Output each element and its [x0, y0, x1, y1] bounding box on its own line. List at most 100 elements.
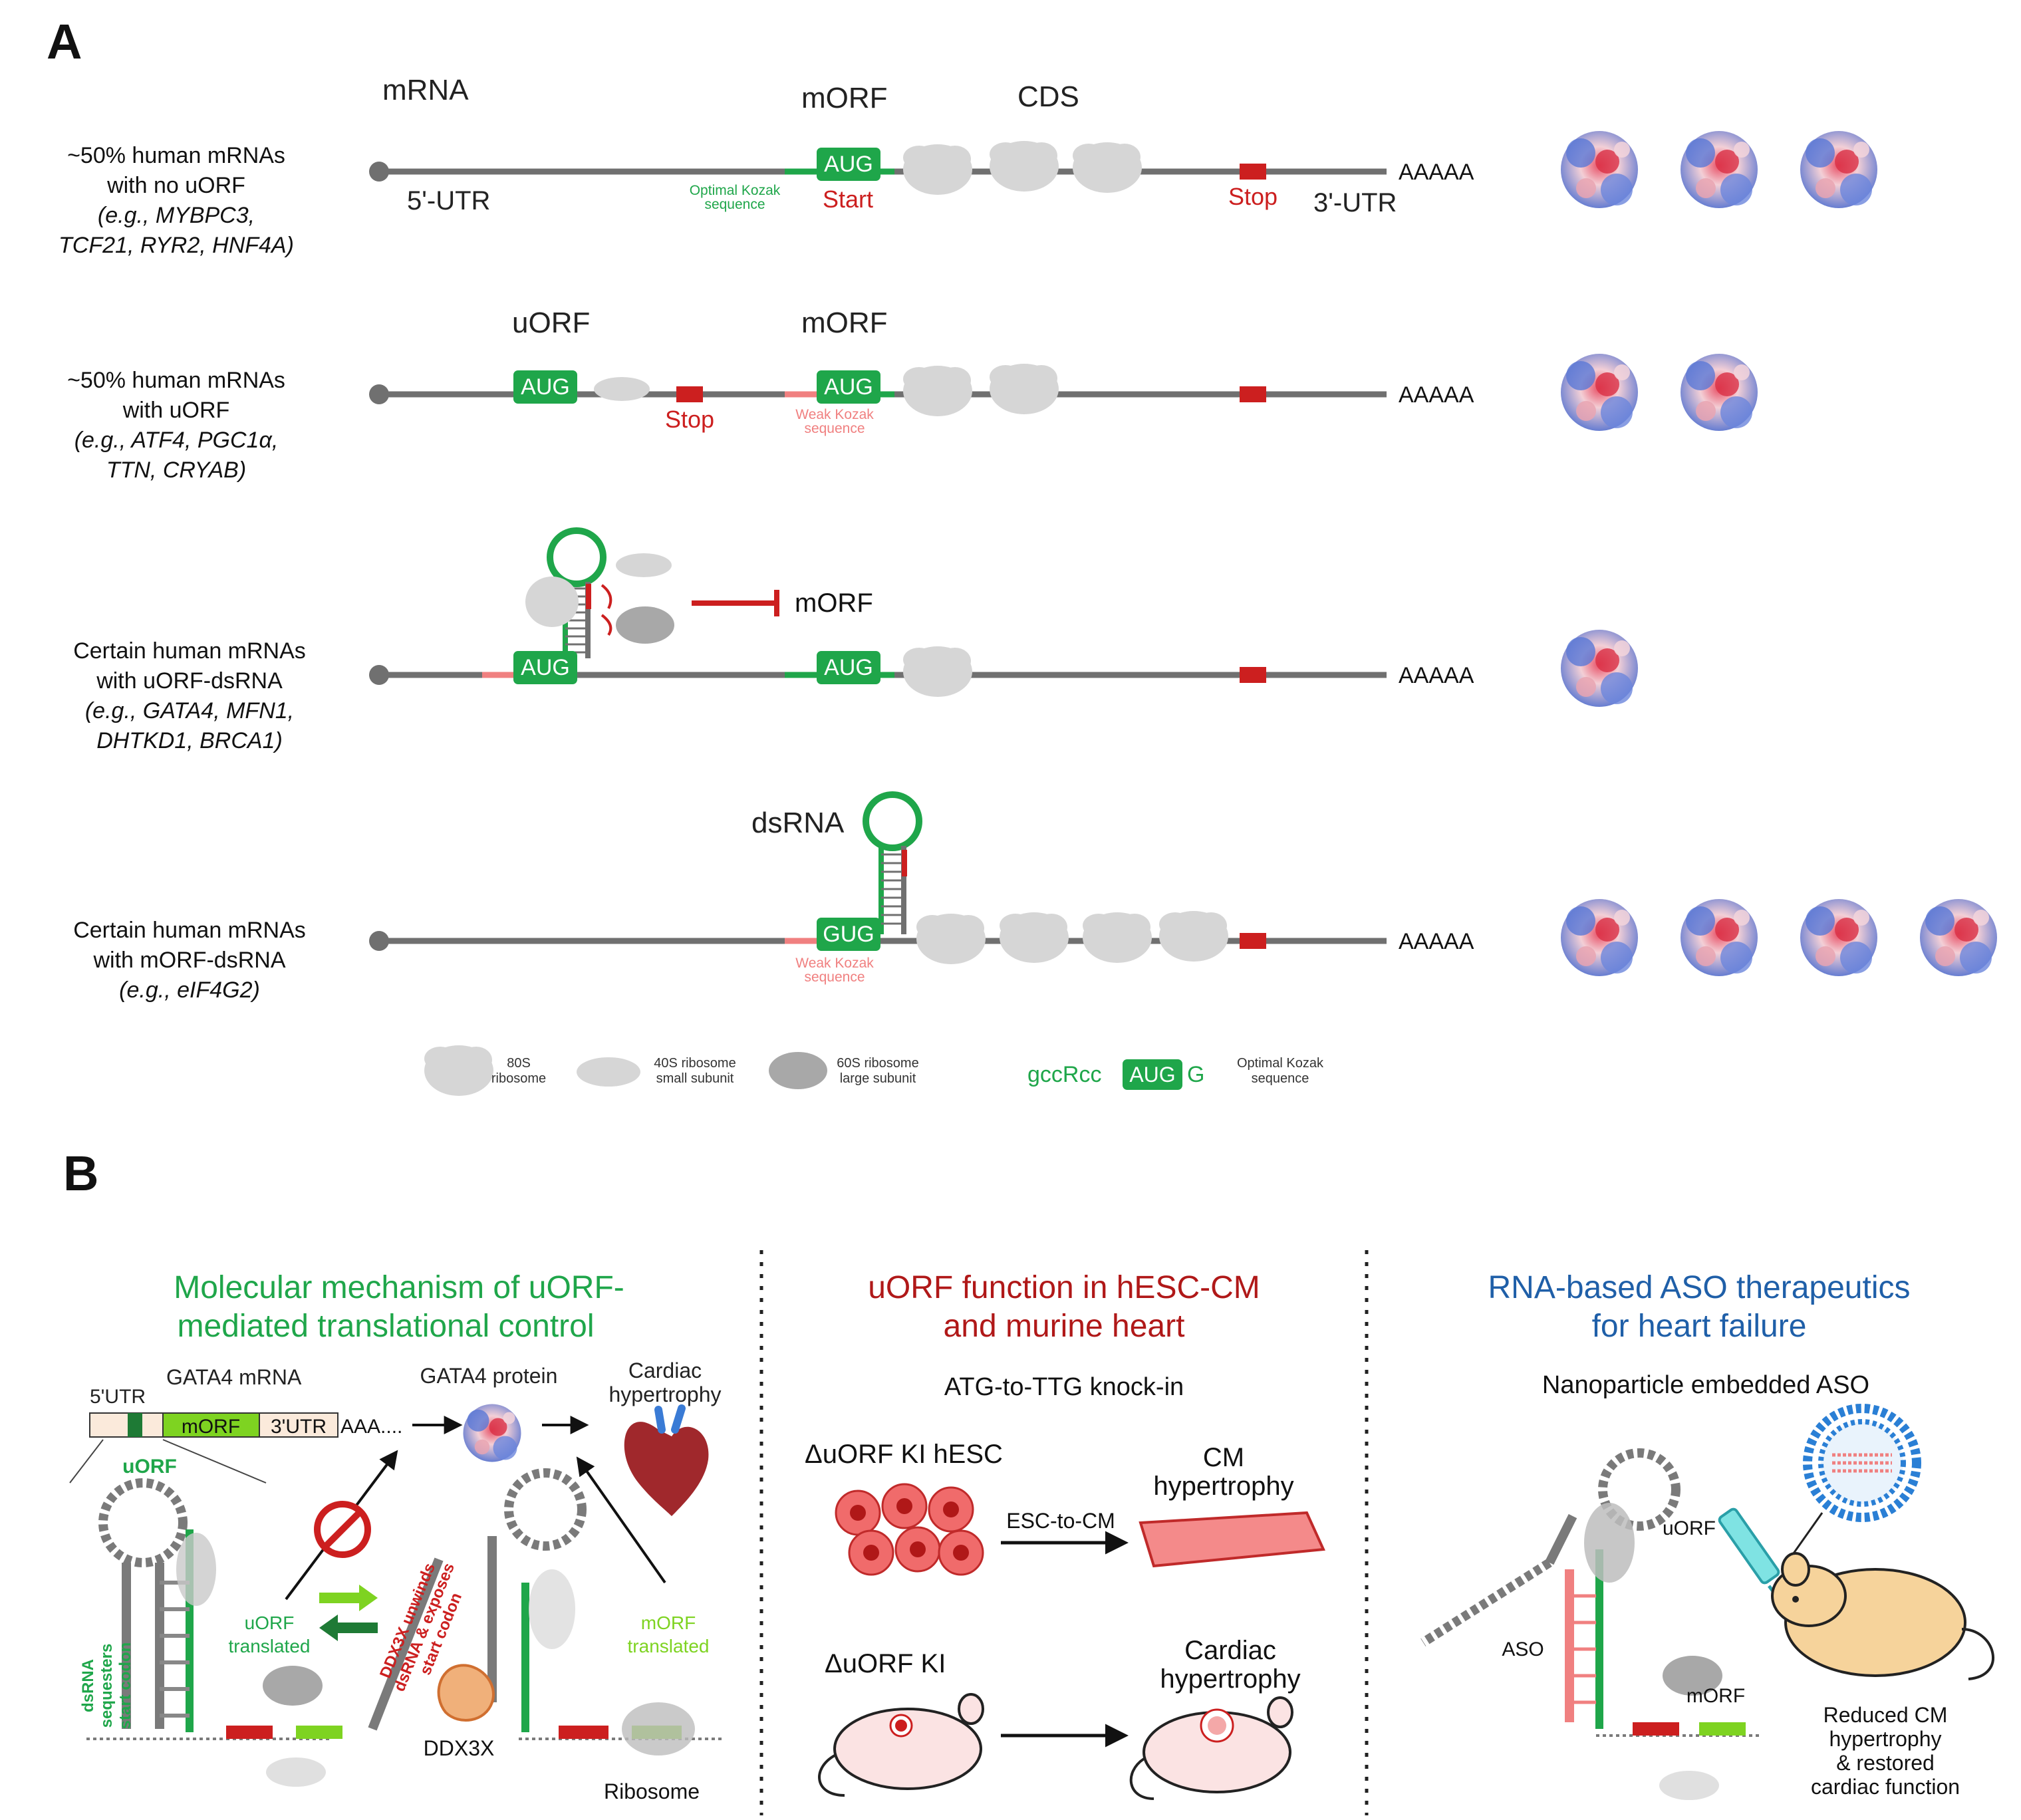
col2-subtitle: ATG-to-TTG knock-in — [944, 1373, 1184, 1401]
legend-text: 60S ribosome — [837, 1056, 918, 1071]
kozak-label-line: Optimal Kozak — [690, 183, 781, 198]
rna-structure-aso — [1420, 1448, 1762, 1800]
row2-desc-line: with uORF — [122, 398, 230, 423]
col2-title-line: and murine heart — [944, 1309, 1185, 1344]
ribosome-80s — [1000, 912, 1069, 963]
col3-subtitle: Nanoparticle embedded ASO — [1542, 1371, 1869, 1399]
legend-text: 40S ribosome — [654, 1056, 736, 1071]
legend-40s-icon — [577, 1057, 640, 1087]
polya-tail: AAAAA — [1399, 663, 1474, 688]
row3-desc-line: Certain human mRNAs — [73, 638, 306, 664]
dsrna-label: dsRNA — [751, 807, 845, 839]
gata4-protein-label: GATA4 protein — [420, 1364, 558, 1388]
ribosome-80s — [903, 366, 972, 416]
protein-icon — [1800, 899, 1877, 976]
cm-hypertrophy-label: CM — [1203, 1443, 1244, 1472]
uorf-box — [128, 1413, 142, 1437]
gug-codon-box — [817, 918, 880, 951]
protein-icon — [1561, 354, 1638, 431]
legend-kozak-prefix: gccRcc — [1027, 1062, 1101, 1087]
ribosome-60s — [616, 606, 674, 644]
mouse-icon — [818, 1693, 984, 1797]
mouse-icon — [1129, 1696, 1293, 1800]
row2-description: ~50% human mRNAs with uORF (e.g., ATF4, … — [67, 368, 285, 483]
stop-codon-box — [1240, 667, 1266, 683]
hesc-cells-icon — [835, 1483, 984, 1576]
row1-desc-line: with no uORF — [106, 173, 245, 198]
uorf-codon-text: AUG — [521, 655, 570, 680]
polya-tail: AAA.... — [340, 1416, 402, 1438]
nanoparticle-icon — [1803, 1404, 1921, 1522]
legend-text: ribosome — [491, 1071, 546, 1086]
morf-label: mORF — [1686, 1685, 1745, 1707]
protein-icon — [1800, 131, 1877, 208]
row3-description: Certain human mRNAs with uORF-dsRNA (e.g… — [73, 638, 306, 753]
rna-structure-right — [368, 1468, 725, 1755]
row1-desc-line: TCF21, RYR2, HNF4A) — [59, 233, 294, 258]
morf-label: mORF — [801, 307, 888, 339]
panel-a-label: A — [47, 14, 82, 69]
kozak-label-line: Weak Kozak — [795, 407, 874, 422]
cap-circle — [369, 162, 389, 182]
heart-icon — [624, 1404, 709, 1516]
ribosome-80s — [1159, 911, 1228, 962]
row2-desc-line: TTN, CRYAB) — [106, 457, 246, 483]
ribosome-80s — [990, 141, 1059, 192]
mechanism-column: Molecular mechanism of uORF- mediated tr… — [69, 1270, 725, 1803]
uorf-translated-label: uORF — [245, 1613, 295, 1633]
row4-desc-line: with mORF-dsRNA — [92, 948, 285, 973]
ribosome-80s — [1073, 142, 1142, 193]
kozak-label-line: sequence — [804, 421, 865, 436]
cardiomyocyte-icon — [1139, 1511, 1325, 1568]
three-utr-box-label: 3'UTR — [271, 1416, 327, 1438]
uorf-translated-label: translated — [229, 1636, 311, 1656]
polya-tail: AAAAA — [1399, 382, 1474, 408]
uorf-codon-box — [513, 370, 577, 404]
row3-desc-line: (e.g., GATA4, MFN1, — [85, 698, 294, 723]
protein-icon — [1561, 899, 1638, 976]
morf-translated-label: mORF — [641, 1613, 696, 1633]
legend-kozak-suffix: G — [1187, 1062, 1204, 1087]
mrna-5utr-box — [89, 1412, 164, 1438]
polya-tail: AAAAA — [1399, 160, 1474, 185]
green-back-arrow — [319, 1615, 378, 1641]
mouse-label: ΔuORF KI — [825, 1649, 946, 1678]
cardiac-hypertrophy-label: Cardiac — [1184, 1636, 1276, 1665]
row2-desc-line: ~50% human mRNAs — [67, 368, 285, 393]
protein-icon — [1681, 354, 1758, 431]
legend-60s-icon — [769, 1052, 827, 1089]
legend-text: small subunit — [656, 1071, 734, 1086]
uorf-codon-text: AUG — [521, 374, 570, 400]
function-column: uORF function in hESC-CM and murine hear… — [805, 1270, 1325, 1800]
uorf-label: uORF — [122, 1456, 177, 1478]
polya-tail: AAAAA — [1399, 929, 1474, 954]
morf-arrow — [576, 1456, 666, 1584]
stop-codon-box — [1240, 386, 1266, 402]
ribosome-80s — [990, 364, 1059, 414]
row2: ~50% human mRNAs with uORF (e.g., ATF4, … — [67, 307, 1758, 483]
ddx3x-label: DDX3X — [424, 1736, 495, 1760]
therapeutics-column: RNA-based ASO therapeutics for heart fai… — [1420, 1270, 1994, 1800]
gata4-protein-icon — [463, 1404, 521, 1462]
morf-codon-text: AUG — [824, 655, 873, 680]
col3-title-line: RNA-based ASO therapeutics — [1488, 1270, 1911, 1305]
stop-codon-box — [1240, 164, 1266, 180]
header-mrna: mRNA — [382, 74, 469, 106]
morf-translated-label: translated — [628, 1636, 710, 1656]
ribosome-80s — [903, 646, 972, 697]
ribosome-40s — [616, 553, 672, 577]
dsrna-note: dsRNA — [79, 1659, 97, 1712]
ribosome-80s — [916, 914, 986, 964]
ribosome-80s — [525, 577, 579, 627]
protein-icon — [1920, 899, 1997, 976]
legend-text: 80S — [507, 1056, 531, 1071]
row3: Certain human mRNAs with uORF-dsRNA (e.g… — [73, 527, 1638, 753]
three-utr-label: 3'-UTR — [1313, 188, 1397, 217]
uorf-codon-box — [513, 651, 577, 684]
five-utr-label: 5'UTR — [90, 1386, 146, 1408]
row1-description: ~50% human mRNAs with no uORF (e.g., MYB… — [59, 143, 294, 258]
legend: 80S ribosome 40S ribosome small subunit … — [424, 1045, 1324, 1096]
row3-desc-line: DHTKD1, BRCA1) — [96, 728, 283, 753]
uorf-stop-box — [676, 386, 703, 402]
row4-description: Certain human mRNAs with mORF-dsRNA (e.g… — [73, 918, 306, 1003]
